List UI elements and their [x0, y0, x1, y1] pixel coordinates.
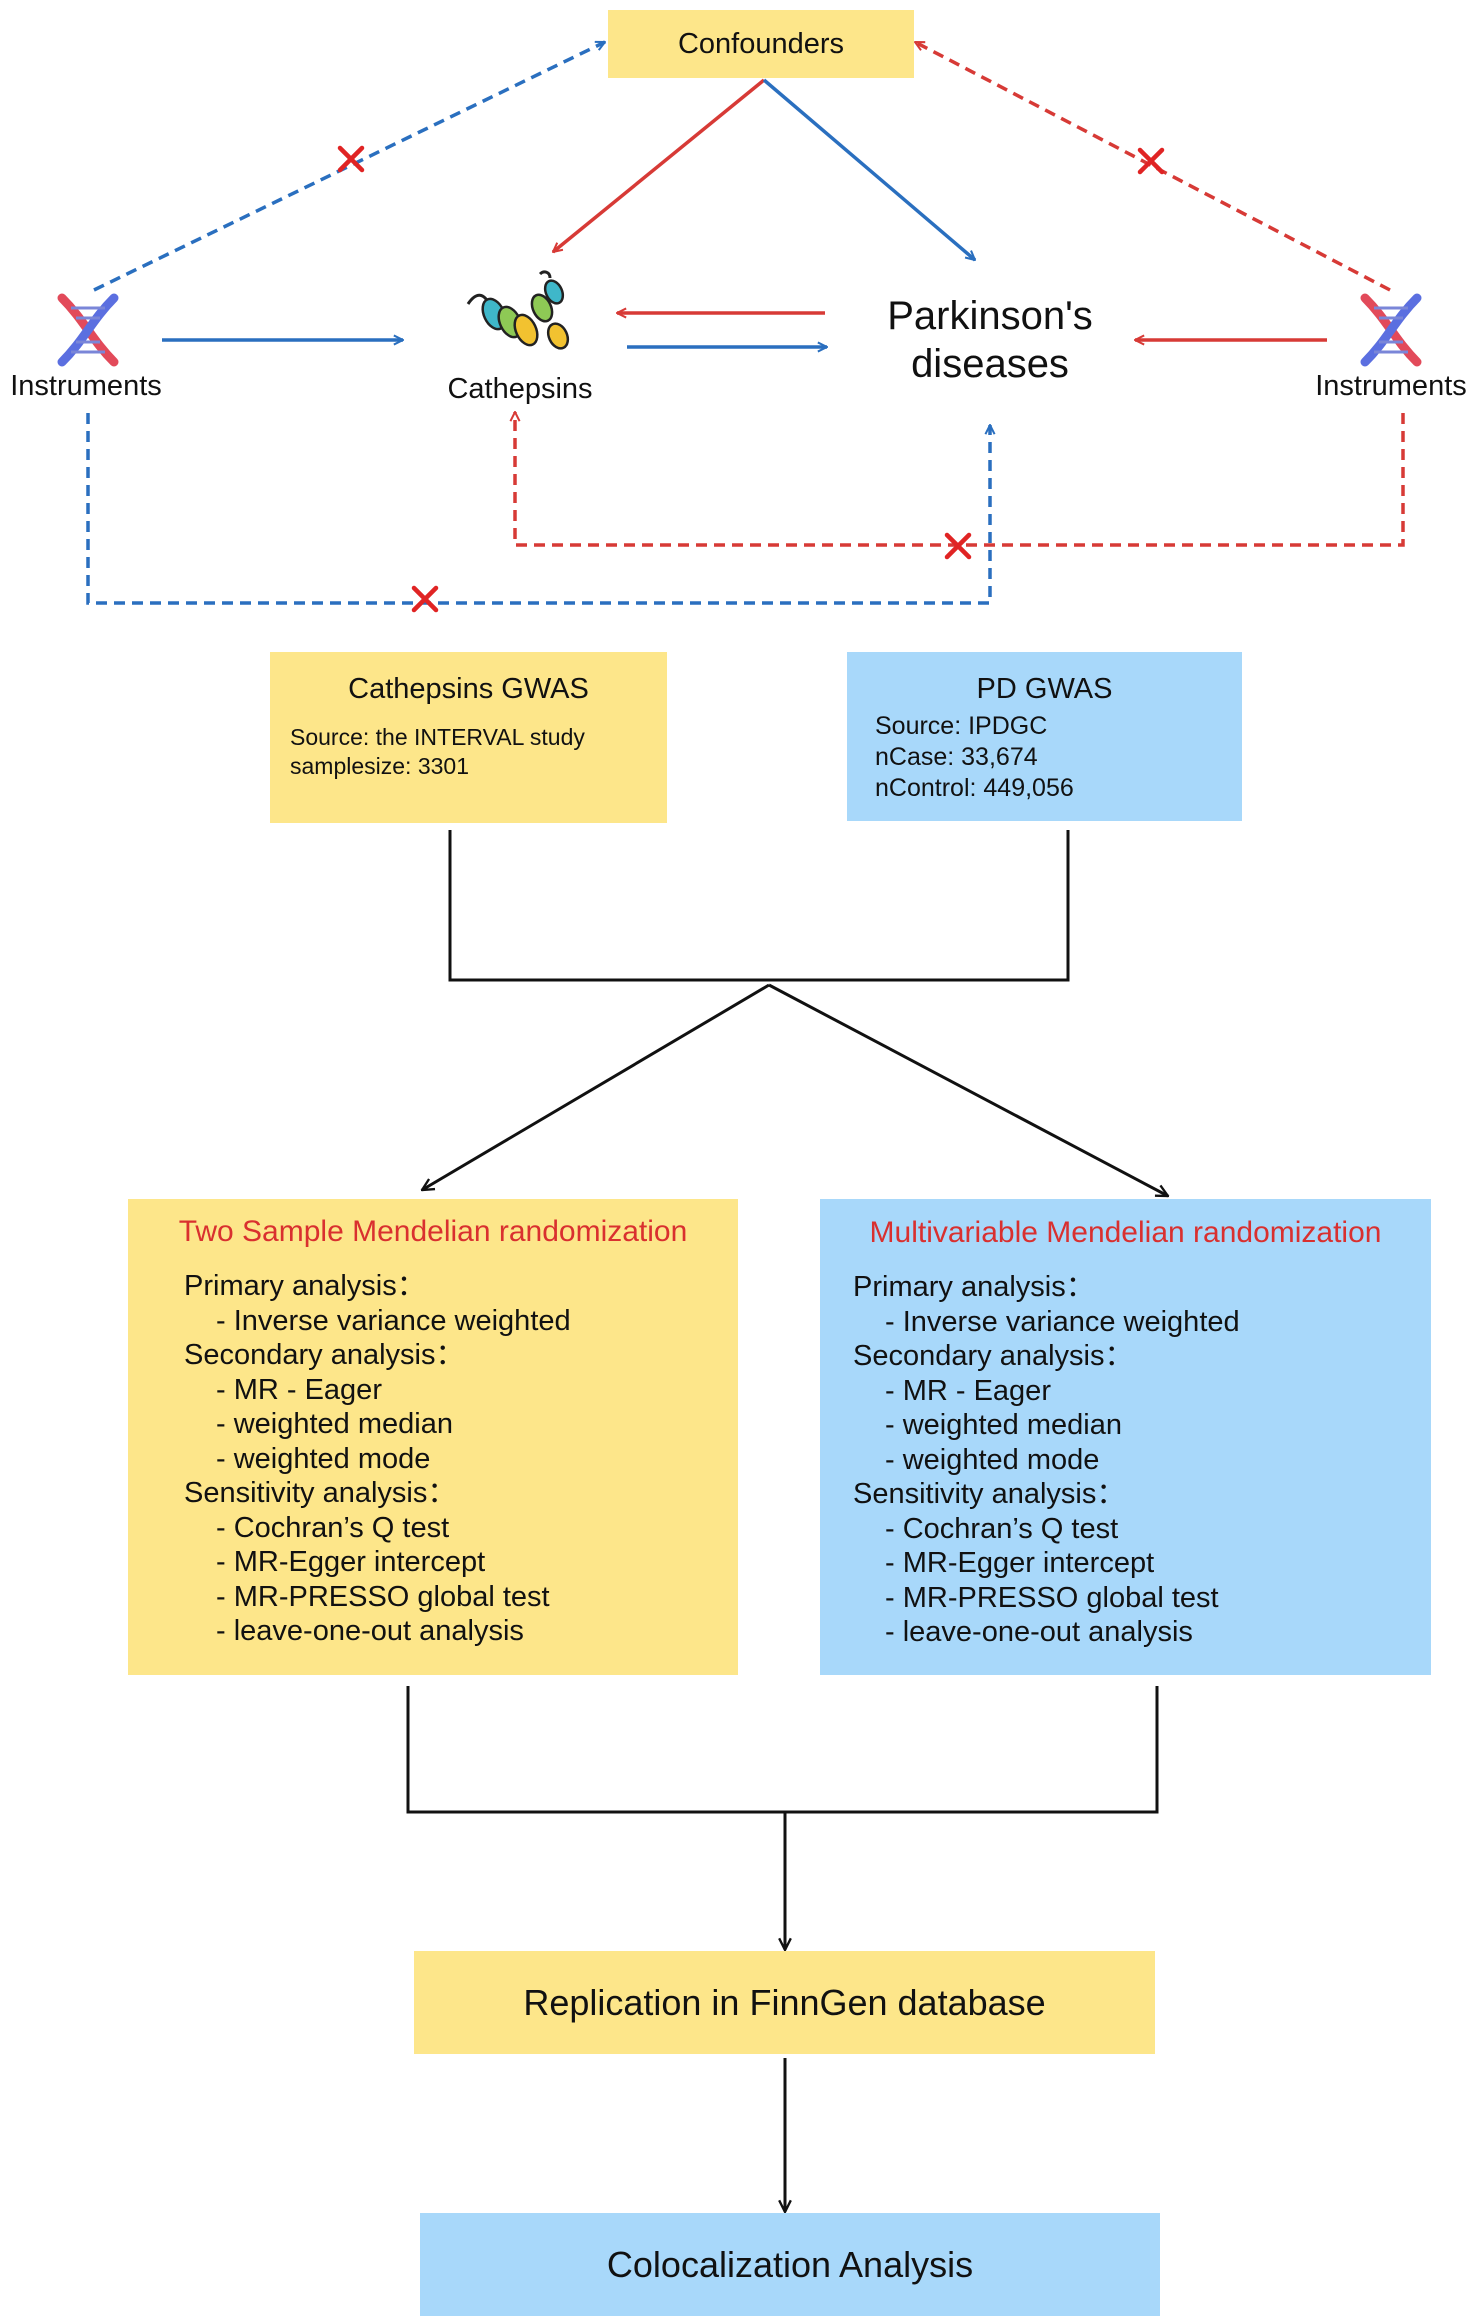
primary-analysis-heading: Primary analysis：: [184, 1270, 426, 1302]
parkinsons-outcome-node: Parkinson's diseases: [850, 292, 1130, 388]
primary-analysis-heading: Primary analysis：: [853, 1271, 1095, 1303]
secondary-analysis-heading: Secondary analysis：: [184, 1339, 465, 1371]
outcome-line-1: Parkinson's: [887, 294, 1093, 338]
dashed-instruments-to-confounders-left: [93, 40, 605, 292]
two-sample-mr-title: Two Sample Mendelian randomization: [178, 1215, 688, 1248]
pd-gwas-ncase: nCase: 33,674: [875, 743, 1038, 771]
analysis-item: - leave-one-out analysis: [216, 1615, 524, 1647]
multivariable-mr-title: Multivariable Mendelian randomization: [869, 1216, 1382, 1249]
confounders-label: Confounders: [677, 27, 845, 60]
cathepsins-gwas-title: Cathepsins GWAS: [348, 673, 589, 705]
pd-gwas-source: Source: IPDGC: [875, 712, 1048, 740]
outcome-line-2: diseases: [911, 342, 1069, 386]
analysis-item: - MR - Eager: [216, 1373, 382, 1406]
sensitivity-analysis-heading: Sensitivity analysis：: [184, 1477, 457, 1509]
dashed-left-instruments-to-pd: [86, 413, 990, 605]
analysis-item: - weighted median: [216, 1408, 453, 1440]
cathepsins-gwas-source: Source: the INTERVAL study: [290, 724, 585, 750]
blocked-path-x-icon: [411, 585, 439, 613]
replication-box: Replication in FinnGen database: [414, 1951, 1155, 2054]
analysis-item: - weighted mode: [216, 1442, 431, 1475]
blocked-path-x-icon: [1137, 147, 1165, 175]
connector-gwas-merge: [448, 830, 1070, 982]
dna-icon: [1360, 293, 1422, 367]
dashed-right-instruments-to-cathepsins: [515, 412, 1405, 547]
analysis-item: - weighted mode: [885, 1443, 1100, 1476]
sensitivity-analysis-heading: Sensitivity analysis：: [853, 1478, 1126, 1510]
arrow-confounders-to-cathepsins: [553, 78, 766, 252]
analysis-item: - leave-one-out analysis: [885, 1616, 1193, 1648]
analysis-item: - MR - Eager: [885, 1374, 1051, 1407]
analysis-item: - MR-PRESSO global test: [885, 1581, 1219, 1614]
analysis-item: - Cochran’s Q test: [216, 1511, 450, 1544]
cathepsins-gwas-box: Cathepsins GWAS Source: the INTERVAL stu…: [270, 652, 667, 823]
colocalization-box: Colocalization Analysis: [420, 2213, 1160, 2316]
arrow-merge-to-two-sample: [422, 983, 770, 1190]
analysis-item: - MR-PRESSO global test: [216, 1580, 550, 1613]
confounders-node: Confounders: [608, 10, 914, 78]
arrow-confounders-to-pd: [762, 78, 975, 260]
analysis-item: - MR-Egger intercept: [216, 1546, 486, 1578]
analysis-item: - Inverse variance weighted: [216, 1304, 571, 1337]
pd-gwas-title: PD GWAS: [976, 673, 1113, 705]
two-sample-mr-box: Two Sample Mendelian randomization Prima…: [128, 1199, 738, 1675]
instruments-right-label: Instruments: [1315, 370, 1467, 402]
pd-gwas-box: PD GWAS Source: IPDGC nCase: 33,674 nCon…: [847, 652, 1242, 821]
protein-helix-icon: [466, 270, 570, 350]
cathepsins-gwas-samplesize: samplesize: 3301: [290, 753, 469, 779]
secondary-analysis-heading: Secondary analysis：: [853, 1340, 1134, 1372]
multivariable-mr-box: Multivariable Mendelian randomization Pr…: [820, 1199, 1431, 1675]
multivariable-mr-analyses: Primary analysis： - Inverse variance wei…: [853, 1270, 1240, 1650]
analysis-item: - weighted median: [885, 1409, 1122, 1441]
connector-methods-merge: [406, 1686, 1159, 1814]
analysis-item: - MR-Egger intercept: [885, 1547, 1155, 1579]
arrow-merge-to-multivariable: [768, 983, 1168, 1198]
replication-label: Replication in FinnGen database: [523, 1981, 1046, 2023]
analysis-item: - Inverse variance weighted: [885, 1305, 1240, 1338]
pd-gwas-ncontrol: nControl: 449,056: [875, 774, 1074, 802]
blocked-path-x-icon: [944, 532, 972, 560]
analysis-item: - Cochran’s Q test: [885, 1512, 1119, 1545]
two-sample-mr-analyses: Primary analysis： - Inverse variance wei…: [184, 1269, 571, 1649]
colocalization-label: Colocalization Analysis: [606, 2243, 974, 2285]
dashed-instruments-to-confounders-right: [915, 40, 1391, 292]
blocked-path-x-icon: [337, 145, 365, 173]
cathepsins-label: Cathepsins: [447, 373, 593, 405]
dna-icon: [57, 293, 119, 367]
instruments-left-label: Instruments: [10, 370, 162, 402]
